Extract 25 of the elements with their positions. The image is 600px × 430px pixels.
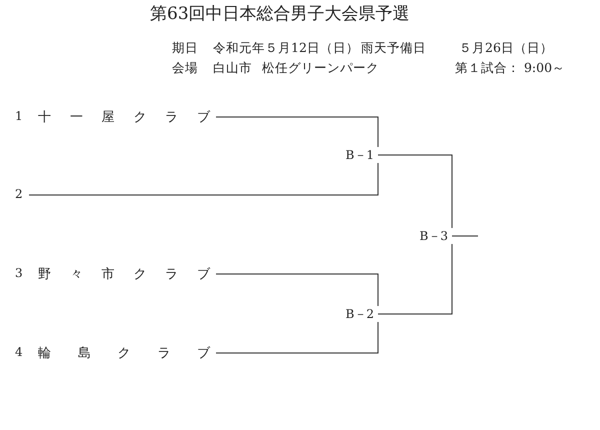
info-text: 雨天予備日 [361,40,426,57]
seed-number: 4 [15,345,23,359]
match-label: B－2 [330,306,378,322]
bracket-line [216,116,378,148]
team-name: 輪島クラブ [38,345,210,362]
team-name: 十一屋クラブ [38,109,210,126]
info-text: 白山市 [213,60,252,77]
info-text: ５月26日（日） [459,40,553,57]
seed-number: 3 [15,266,23,280]
bracket-line [216,274,378,306]
bracket-line [216,322,378,354]
match-label: B－3 [404,228,452,244]
info-text: 第１試合： 9:00～ [455,60,566,77]
info-text: 令和元年５月12日（日） [213,40,359,57]
bracket-line [378,244,452,314]
team-name: 野々市クラブ [38,266,210,283]
bracket-line [378,154,452,228]
title: 第63回中日本総合男子大会県予選 [150,3,410,25]
seed-number: 2 [15,187,23,201]
seed-number: 1 [15,109,23,123]
bracket-line [28,162,378,196]
info-text: 松任グリーンパーク [262,60,379,77]
match-label: B－1 [330,147,378,163]
info-text: 会場 [172,60,198,77]
info-text: 期日 [172,40,198,57]
